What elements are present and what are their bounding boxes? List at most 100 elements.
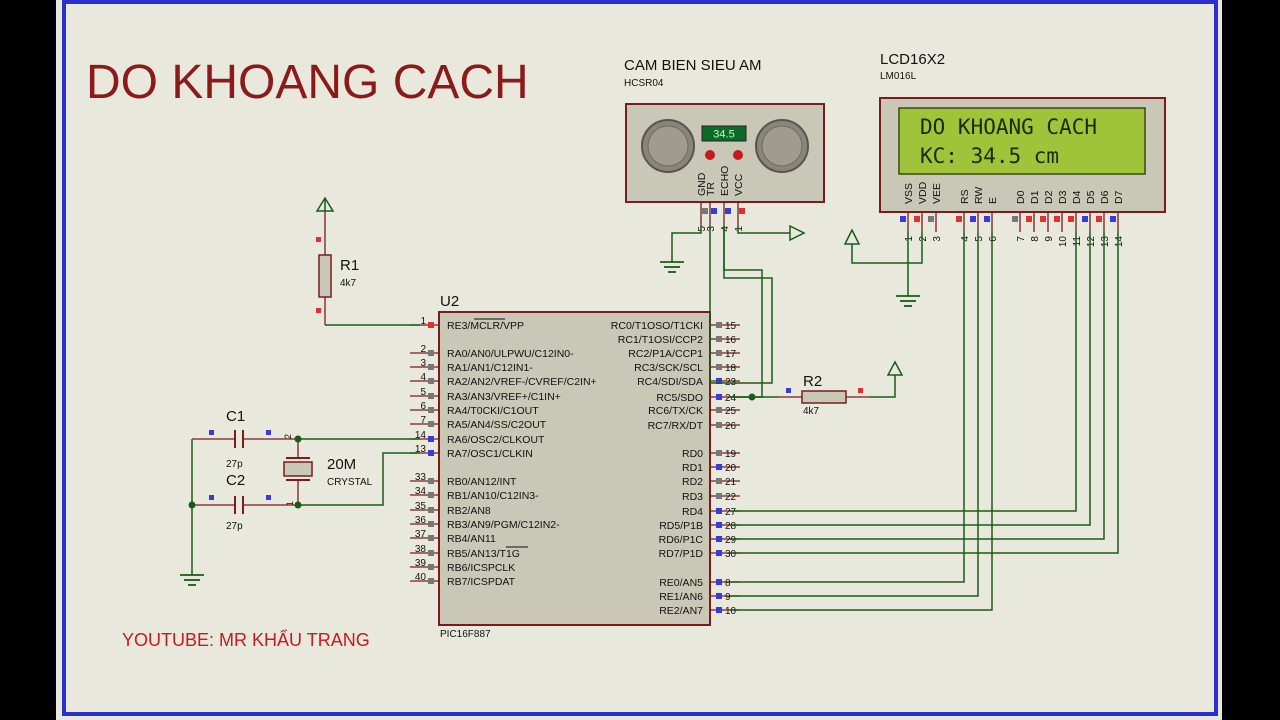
lcd-pin-marker	[928, 216, 934, 222]
mcu-pin-right[interactable]: 27 RD4	[682, 506, 740, 518]
mcu-pin-label: RC3/SCK/SCL	[634, 362, 703, 374]
sensor-pin[interactable]: TR3	[705, 182, 717, 232]
ultrasonic-sensor[interactable]: CAM BIEN SIEU AM HCSR04 34.5 GND5TR3ECHO…	[624, 57, 825, 232]
resistor-r1[interactable]: R1 4k7	[316, 211, 359, 325]
mcu-pin-number: 28	[725, 521, 737, 532]
mcu-pin-number: 8	[725, 578, 731, 589]
lcd-pin-name: D3	[1057, 190, 1069, 204]
mcu-pin-marker	[716, 493, 722, 499]
lcd-pin-number: 14	[1114, 236, 1125, 248]
lcd-pin[interactable]: RS4	[956, 189, 971, 242]
lcd-pin-marker	[1012, 216, 1018, 222]
mcu-pin-number: 7	[420, 415, 426, 426]
capacitor-c1[interactable]: C1 27p	[192, 408, 298, 470]
junction-osc2	[294, 435, 302, 443]
mcu-pin-label: RB1/AN10/C12IN3-	[447, 490, 539, 502]
sensor-transducer-left-inner	[647, 125, 689, 167]
mcu-pin-label: RD6/P1C	[659, 534, 704, 546]
mcu-pin-marker	[428, 550, 434, 556]
sheet-frame	[62, 0, 1218, 716]
mcu-pin-label: RD3	[682, 491, 703, 503]
lcd-pin[interactable]: D18	[1026, 190, 1041, 242]
lcd-pin-name: D4	[1071, 190, 1083, 204]
wires	[188, 226, 1119, 611]
sensor-led-left	[705, 150, 715, 160]
mcu-pin-marker	[428, 507, 434, 513]
mcu-pin-label: RD4	[682, 506, 703, 518]
mcu-pin-number: 36	[415, 515, 427, 526]
sensor-pin-marker	[711, 208, 717, 214]
vcc-arrow-icon	[315, 196, 335, 212]
c2-value: 27p	[226, 521, 243, 532]
lcd-module[interactable]: LCD16X2 LM016L DO KHOANG CACH KC: 34.5 c…	[879, 51, 1166, 247]
lcd-pin[interactable]: D07	[1012, 190, 1027, 242]
lcd-pin[interactable]: E6	[984, 197, 999, 242]
lcd-pin-name: RS	[959, 189, 971, 204]
mcu-pin-marker	[716, 322, 722, 328]
lcd-pin-number: 12	[1086, 236, 1097, 248]
mcu-pin-right[interactable]: 18 RC3/SCK/SCL	[634, 362, 740, 374]
crystal-pin1: 1	[285, 501, 295, 506]
mcu-pin-marker	[716, 350, 722, 356]
mcu-pin-number: 17	[725, 349, 737, 360]
crystal-oscillator[interactable]: 2 1 20M CRYSTAL	[283, 434, 373, 506]
resistor-r2[interactable]: R2 4k7	[778, 373, 870, 417]
mcu-pin-label: RC0/T1OSO/T1CKI	[611, 320, 703, 332]
mcu-pin-number: 26	[725, 421, 737, 432]
sensor-pin-name: GND	[696, 172, 708, 196]
lcd-pin[interactable]: RW5	[970, 187, 985, 242]
mcu-pin-number: 27	[725, 507, 737, 518]
c2-pin-marker-right	[266, 495, 271, 500]
capacitor-c2[interactable]: C2 27p	[192, 472, 298, 532]
mcu-pin-number: 14	[415, 430, 427, 441]
lcd-pin[interactable]: D29	[1040, 190, 1055, 242]
lcd-pin-name: D6	[1099, 190, 1111, 204]
mcu-pin-number: 18	[725, 363, 737, 374]
